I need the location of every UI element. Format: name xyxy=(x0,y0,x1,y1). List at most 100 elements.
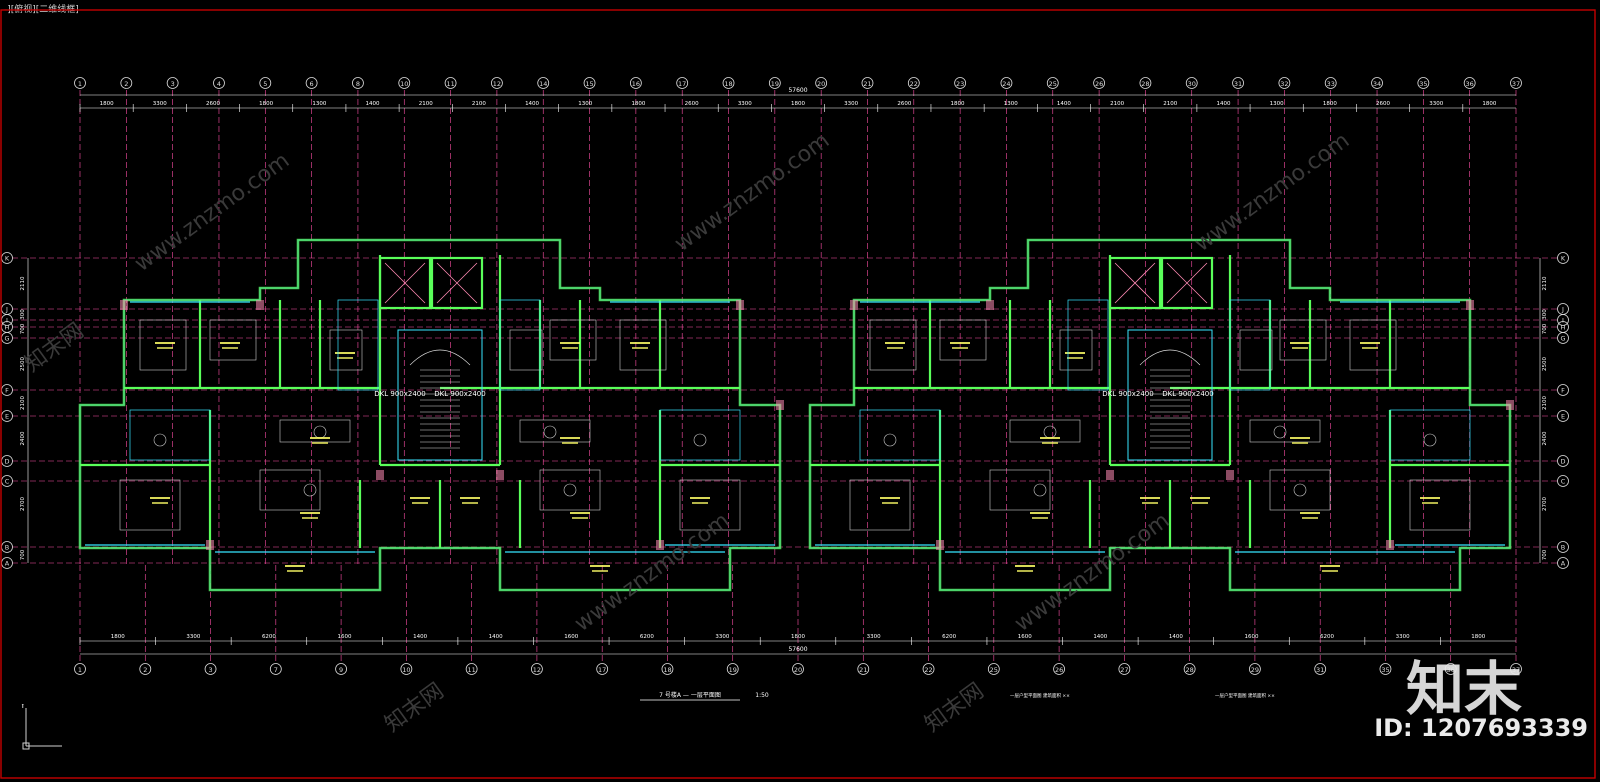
dimension-top: 2100 xyxy=(1110,101,1124,107)
room-label-mark xyxy=(410,497,430,499)
plan-scale: 1:50 xyxy=(755,692,769,699)
room-label-mark xyxy=(1290,437,1310,439)
dimension-bottom: 3300 xyxy=(1396,634,1410,640)
shaft-cross xyxy=(384,262,426,304)
dimension-top: 1800 xyxy=(100,101,114,107)
dimension-top: 3300 xyxy=(153,101,167,107)
room-label-mark xyxy=(1322,570,1338,572)
grid-label-row: I xyxy=(6,317,8,325)
grid-bubble xyxy=(204,663,217,675)
grid-label-top: 28 xyxy=(1141,80,1149,88)
room-label-mark xyxy=(950,342,970,344)
stair-arc xyxy=(409,349,471,366)
grid-bubble xyxy=(1093,77,1105,89)
dimension-bottom: 1400 xyxy=(413,634,427,640)
stair-core xyxy=(1127,329,1213,461)
dimension-top: 1800 xyxy=(951,101,965,107)
grid-bubble xyxy=(352,77,364,89)
grid-label-bottom: 36 xyxy=(1447,666,1455,674)
room-label-mark xyxy=(152,502,168,504)
grid-label-bottom: 31 xyxy=(1316,666,1324,674)
dimension-top: 1300 xyxy=(578,101,592,107)
furniture-round xyxy=(693,433,707,447)
dimension-top: 2100 xyxy=(472,101,486,107)
furniture xyxy=(259,469,321,511)
grid-label-row: E xyxy=(5,413,9,421)
dimension-bottom: 3300 xyxy=(186,634,200,640)
grid-label-row: K xyxy=(5,255,10,263)
room-label-mark xyxy=(1065,352,1085,354)
grid-label-bottom: 3 xyxy=(208,666,212,674)
elevator-shaft xyxy=(1108,256,1162,310)
grid-bubble xyxy=(1000,77,1013,89)
grid-label-top: 14 xyxy=(539,80,547,88)
grid-bubble xyxy=(792,663,804,675)
furniture xyxy=(139,319,187,371)
structural-column xyxy=(1106,470,1114,480)
grid-label-top: 3 xyxy=(171,80,175,88)
room-label-mark xyxy=(287,570,303,572)
furniture xyxy=(1059,329,1093,371)
grid-bubble xyxy=(531,663,543,675)
grid-label-top: 1 xyxy=(78,80,82,88)
grid-label-top: 20 xyxy=(817,80,825,88)
grid-bubble xyxy=(661,663,674,675)
furniture-round xyxy=(1293,483,1307,497)
grid-label-top: 22 xyxy=(910,80,918,88)
grid-bubble xyxy=(922,663,935,675)
grid-label-top: 23 xyxy=(956,80,964,88)
grid-bubble xyxy=(1379,663,1392,675)
grid-bubble xyxy=(166,77,179,89)
drawing-frame xyxy=(0,9,1596,779)
grid-bubble xyxy=(1557,541,1569,553)
dimension-top: 1300 xyxy=(1004,101,1018,107)
dimension-bottom: 3300 xyxy=(715,634,729,640)
wet-area xyxy=(499,299,541,391)
furniture-round xyxy=(563,483,577,497)
grid-label-bottom: 10 xyxy=(402,666,410,674)
grid-bubble xyxy=(1557,557,1569,569)
grid-bubble xyxy=(861,77,874,89)
furniture xyxy=(989,469,1051,511)
stair-core xyxy=(397,329,483,461)
wet-area xyxy=(659,409,741,461)
grid-bubble xyxy=(1557,475,1569,487)
room-label-mark xyxy=(302,517,318,519)
grid-label-row: F xyxy=(1561,387,1565,395)
dimension-top: 3300 xyxy=(1429,101,1443,107)
dimension-bottom: 1600 xyxy=(1018,634,1032,640)
grid-bubble xyxy=(259,77,272,89)
grid-label-top: 18 xyxy=(724,80,732,88)
grid-bubble xyxy=(139,663,152,675)
structural-column xyxy=(986,300,994,310)
door-label: DKL 900x2400 xyxy=(374,390,425,398)
grid-label-bottom: 37 xyxy=(1512,666,1520,674)
furniture xyxy=(869,319,917,371)
grid-bubble xyxy=(1183,663,1196,675)
room-label-mark xyxy=(1300,512,1320,514)
grid-bubble xyxy=(398,77,411,89)
grid-bubble xyxy=(1278,77,1291,89)
room-label-mark xyxy=(562,347,578,349)
furniture xyxy=(939,319,987,361)
grid-bubble xyxy=(537,77,550,89)
grid-bubble xyxy=(907,77,920,89)
room-label-mark xyxy=(1362,347,1378,349)
room-label-mark xyxy=(1360,342,1380,344)
floor-plan-layer xyxy=(78,238,1514,592)
dimension-bottom: 6200 xyxy=(1320,634,1334,640)
grid-bubble xyxy=(1557,332,1569,344)
furniture-round xyxy=(883,433,897,447)
wet-area xyxy=(1067,299,1109,391)
grid-bubble xyxy=(857,663,870,675)
structural-column xyxy=(1226,470,1234,480)
overall-dimension-top: 57600 xyxy=(788,87,807,94)
door-label: DKL 900x2400 xyxy=(434,390,485,398)
dimension-right: 2400 xyxy=(1542,431,1548,445)
grid-label-bottom: 11 xyxy=(467,666,475,674)
dimension-bottom: 1600 xyxy=(338,634,352,640)
grid-label-bottom: 20 xyxy=(794,666,802,674)
